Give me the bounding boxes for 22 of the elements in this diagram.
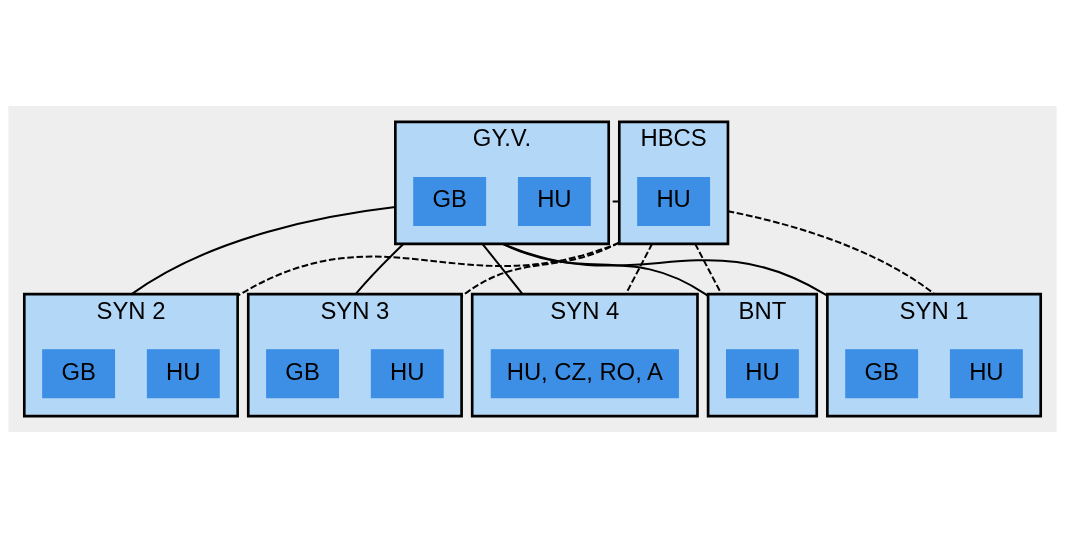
- connector: [354, 242, 405, 295]
- connector: [694, 242, 723, 295]
- node-box: GB: [413, 176, 487, 226]
- node-box: HU: [949, 348, 1023, 398]
- connector: [501, 242, 710, 297]
- connector: [130, 205, 397, 295]
- connector: [236, 241, 621, 297]
- connector: [481, 242, 524, 295]
- node-box: HU: [637, 176, 711, 226]
- node-box: HU, CZ, RO, A: [490, 348, 679, 398]
- connector: [607, 199, 621, 202]
- node-box: GB: [845, 348, 919, 398]
- connector: [726, 209, 936, 295]
- node-box: HU: [517, 176, 591, 226]
- node-box: GB: [266, 348, 340, 398]
- node-box: HU: [146, 348, 220, 398]
- node-box: HU: [725, 348, 799, 398]
- node-box: GB: [42, 348, 116, 398]
- connector: [501, 242, 829, 297]
- node-box: HU: [370, 348, 444, 398]
- connector: [460, 240, 621, 297]
- connector: [624, 242, 654, 295]
